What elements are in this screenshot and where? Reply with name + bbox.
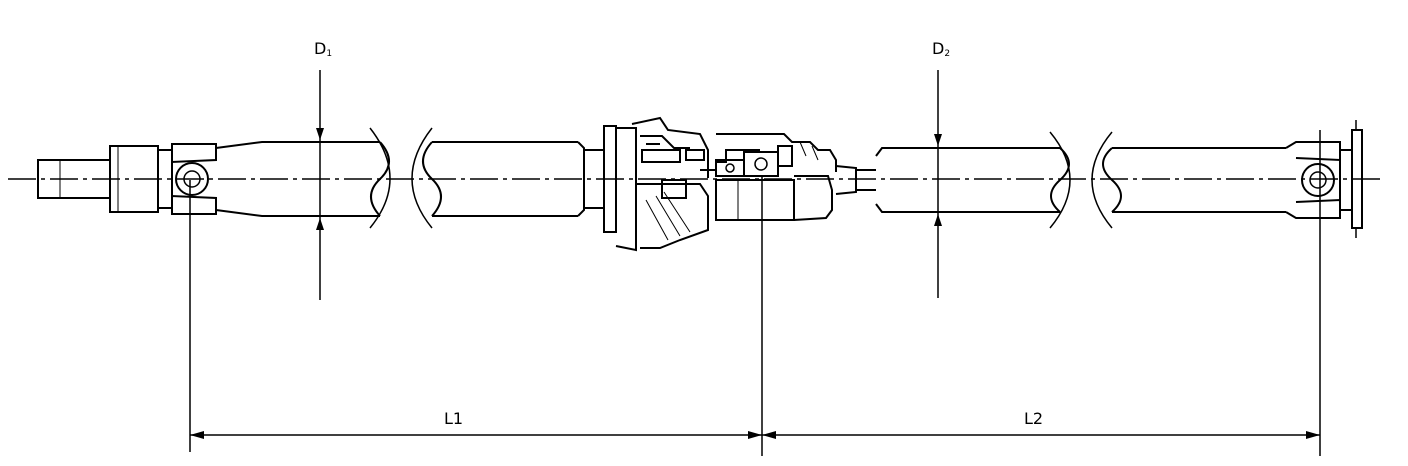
d2-subscript: 2 bbox=[944, 49, 950, 59]
front-shaft-tube-left bbox=[215, 127, 391, 229]
l1-label: L1 bbox=[444, 409, 463, 428]
d2-label: D2 bbox=[932, 39, 950, 59]
d1-label: D1 bbox=[314, 39, 332, 59]
front-slip-yoke bbox=[37, 143, 217, 215]
extension-lines bbox=[189, 130, 1321, 456]
d1-dimension bbox=[316, 70, 324, 300]
d2-dimension bbox=[934, 70, 942, 298]
l2-label: L2 bbox=[1024, 409, 1043, 428]
front-shaft-break bbox=[411, 127, 442, 229]
rear-shaft-tube-left bbox=[875, 131, 1071, 229]
rear-universal-joint bbox=[1285, 120, 1363, 238]
front-shaft-tube-right bbox=[432, 125, 617, 233]
rear-shaft-tube-right bbox=[1112, 147, 1286, 213]
center-bearing-assembly bbox=[615, 116, 876, 252]
d1-subscript: 1 bbox=[326, 49, 332, 59]
length-dimension-lines bbox=[190, 431, 1320, 439]
rear-shaft-break bbox=[1091, 131, 1122, 229]
